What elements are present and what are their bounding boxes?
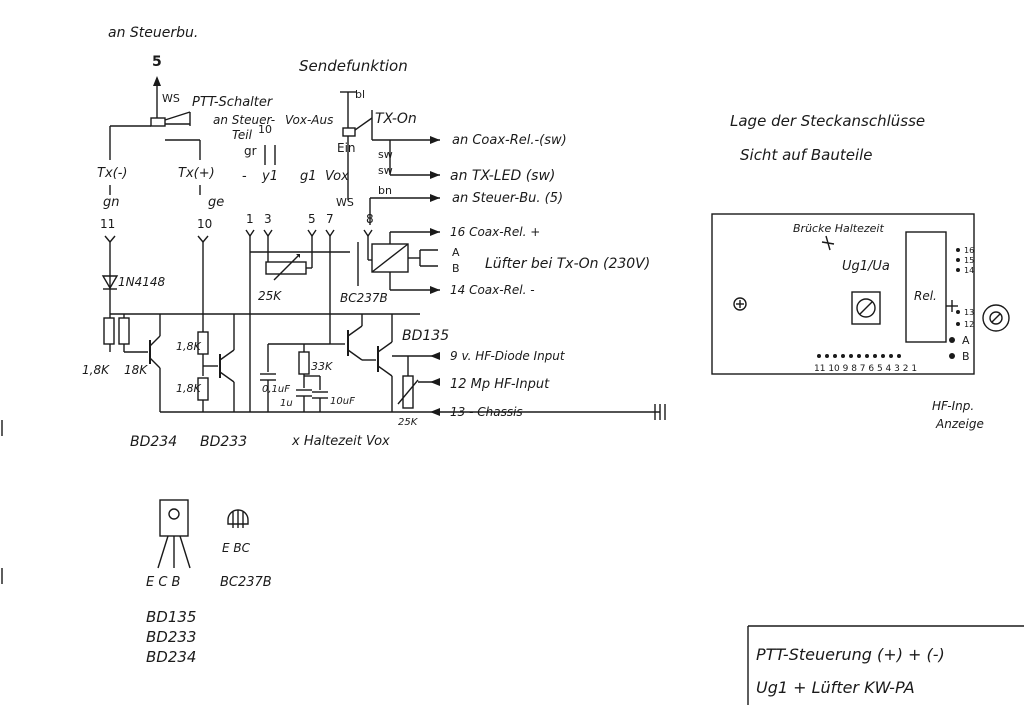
label-vox: Vox bbox=[325, 169, 349, 184]
label-pin10-top: 10 bbox=[258, 123, 272, 136]
label-bl: bl bbox=[355, 88, 365, 101]
board-pin-13: 13 bbox=[964, 308, 974, 317]
label-r25k-b: 25K bbox=[398, 417, 419, 428]
label-teil: Teil bbox=[232, 128, 253, 142]
label-an-steuer: an Steuer- bbox=[213, 113, 275, 127]
label-bn: bn bbox=[378, 184, 392, 197]
label-an-steuerbu: an Steuerbu. bbox=[108, 25, 198, 41]
label-r18k-a: 1,8K bbox=[82, 363, 110, 377]
title-block bbox=[747, 625, 1024, 705]
connector-stubs bbox=[104, 145, 373, 243]
label-a: A bbox=[452, 246, 460, 259]
label-bd234: BD234 bbox=[130, 434, 177, 450]
label-r33k: 33K bbox=[311, 360, 333, 373]
to92-package-icon bbox=[227, 509, 249, 528]
label-dash: - bbox=[242, 169, 247, 184]
label-ein: Ein bbox=[337, 141, 356, 155]
label-r25k: 25K bbox=[258, 289, 282, 303]
label-bd233: BD233 bbox=[200, 434, 247, 450]
label-y1: y1 bbox=[261, 169, 278, 184]
board-pin-15: 15 bbox=[964, 256, 974, 265]
label-bc237b: BC237B bbox=[340, 291, 388, 305]
label-list-bd234: BD234 bbox=[146, 648, 196, 666]
title-block-line1: PTT-Steuerung (+) + (-) bbox=[756, 645, 945, 664]
pin-1: 1 bbox=[246, 212, 254, 226]
label-coax-rel-minus: 14 Coax-Rel. - bbox=[450, 283, 535, 297]
board-pins-right: 16 15 14 13 12 A B bbox=[949, 246, 974, 363]
board-pins-bottom-label: 11 10 9 8 7 6 5 4 3 2 1 bbox=[814, 364, 917, 374]
label-tx-plus: Tx(+) bbox=[178, 166, 215, 181]
label-tx-on: TX-On bbox=[375, 111, 417, 127]
board-rel: Rel. bbox=[914, 289, 937, 303]
label-sendefunktion: Sendefunktion bbox=[299, 57, 408, 75]
pin-11: 11 bbox=[100, 217, 115, 231]
to126-package-icon bbox=[157, 499, 191, 569]
label-list-bd233: BD233 bbox=[146, 628, 196, 646]
board-pin-16: 16 bbox=[964, 246, 974, 255]
board-ug1: Ug1/Ua bbox=[842, 259, 890, 274]
pin-8: 8 bbox=[366, 212, 374, 226]
board-hf-anzeige-line2: Anzeige bbox=[935, 417, 984, 431]
label-c10u: 10uF bbox=[330, 396, 355, 407]
label-pinout-ebc: E BC bbox=[222, 541, 251, 555]
label-list-bd135: BD135 bbox=[146, 608, 196, 626]
pin-10: 10 bbox=[197, 217, 212, 231]
label-an-steuer-bu5: an Steuer-Bu. (5) bbox=[452, 191, 563, 206]
pin-7: 7 bbox=[326, 212, 334, 226]
label-r18k-c: 1,8K bbox=[176, 382, 201, 395]
label-an-tx-led: an TX-LED (sw) bbox=[450, 168, 555, 184]
board-title-line1: Lage der Steckanschlüsse bbox=[730, 112, 925, 130]
label-an-coax-rel-sw: an Coax-Rel.-(sw) bbox=[452, 133, 567, 148]
label-mp-hf-input: 12 Mp HF-Input bbox=[450, 377, 550, 392]
label-coax-rel-plus: 16 Coax-Rel. + bbox=[450, 225, 540, 239]
label-gr: gr bbox=[244, 144, 257, 158]
label-haltezeit-vox: x Haltezeit Vox bbox=[291, 434, 390, 449]
label-sw2: sw bbox=[378, 164, 393, 177]
board-pin-12: 12 bbox=[964, 320, 974, 329]
label-ge: ge bbox=[208, 195, 224, 210]
board-outline bbox=[711, 213, 1010, 375]
label-diode: 1N4148 bbox=[118, 275, 166, 289]
board-title-line2: Sicht auf Bauteile bbox=[740, 146, 873, 164]
board-pin-a: A bbox=[962, 334, 970, 347]
label-sw1: sw bbox=[378, 148, 393, 161]
label-gn: gn bbox=[103, 195, 120, 210]
pin-5: 5 bbox=[308, 212, 316, 226]
label-bc237b-bottom: BC237B bbox=[220, 575, 272, 590]
ptt-switch bbox=[109, 76, 201, 160]
board-bruecke: Brücke Haltezeit bbox=[793, 222, 884, 235]
label-bd135: BD135 bbox=[402, 328, 449, 344]
label-pinout-ecb: E C B bbox=[146, 575, 181, 590]
board-hf-anzeige-line1: HF-Inp. bbox=[932, 399, 974, 413]
board-pin-b: B bbox=[962, 350, 970, 363]
pin-3: 3 bbox=[264, 212, 272, 226]
label-tx-minus: Tx(-) bbox=[97, 166, 127, 181]
label-c01: 0,1uF bbox=[262, 384, 290, 395]
label-pin5-top: 5 bbox=[152, 54, 162, 70]
board-pin-14: 14 bbox=[964, 266, 974, 275]
label-luefter: Lüfter bei Tx-On (230V) bbox=[485, 256, 650, 272]
label-ws-mid: WS bbox=[336, 196, 354, 209]
board-pins-bottom: 11 10 9 8 7 6 5 4 3 2 1 bbox=[814, 354, 917, 374]
label-ws-top: WS bbox=[162, 92, 180, 105]
label-hf-diode-input: 9 v. HF-Diode Input bbox=[450, 349, 566, 363]
label-chassis: 13 - Chassis bbox=[450, 405, 523, 419]
tx-on-switch bbox=[340, 91, 440, 200]
main-circuit bbox=[101, 228, 666, 420]
label-ptt-schalter: PTT-Schalter bbox=[192, 95, 274, 110]
label-c1u: 1u bbox=[280, 398, 293, 409]
label-r18k-b: 1,8K bbox=[176, 340, 201, 353]
title-block-line2: Ug1 + Lüfter KW-PA bbox=[756, 678, 915, 697]
label-g1: g1 bbox=[300, 169, 317, 184]
label-b: B bbox=[452, 262, 460, 275]
label-r18k-d: 18K bbox=[124, 363, 148, 377]
label-vox-aus: Vox-Aus bbox=[285, 113, 333, 127]
